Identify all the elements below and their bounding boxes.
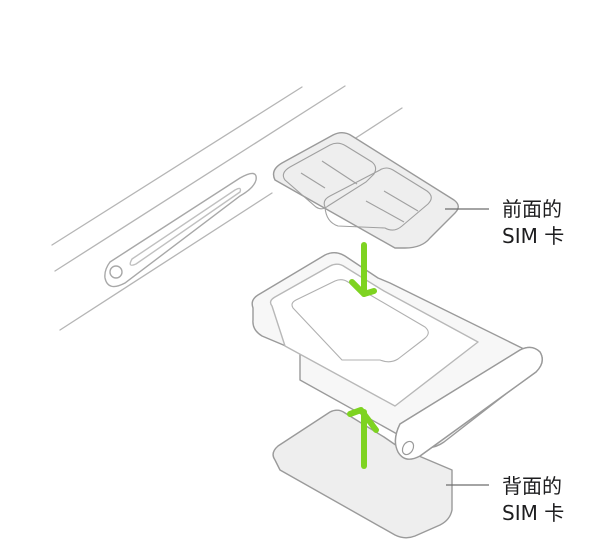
sim-tray xyxy=(251,252,543,460)
arrow-down-icon xyxy=(349,242,377,297)
back-sim-label-line1: 背面的 xyxy=(502,474,562,498)
front-sim-card xyxy=(272,132,459,249)
front-sim-label: 前面的 SIM 卡 xyxy=(502,196,564,250)
back-sim-card xyxy=(272,346,543,539)
back-sim-label: 背面的 SIM 卡 xyxy=(502,473,564,527)
arrow-up-icon xyxy=(347,407,379,469)
front-sim-label-line2: SIM 卡 xyxy=(502,224,565,248)
sim-slot xyxy=(104,172,257,288)
front-sim-label-line1: 前面的 xyxy=(502,197,562,221)
back-sim-label-line2: SIM 卡 xyxy=(502,501,565,525)
